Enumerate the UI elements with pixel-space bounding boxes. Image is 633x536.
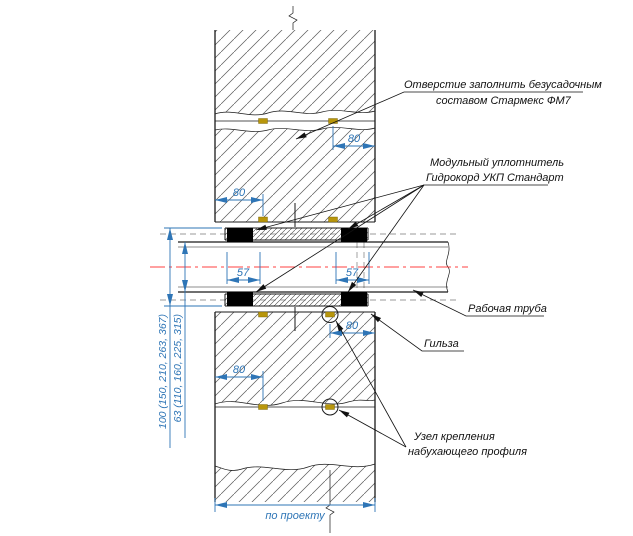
profile-mark bbox=[258, 311, 268, 318]
dim-80-top-left: 80 bbox=[233, 187, 246, 199]
label-working-pipe: Рабочая труба bbox=[468, 303, 547, 315]
annotations: Отверстие заполнить безусадочным составо… bbox=[255, 79, 602, 458]
bottom-break-mark bbox=[325, 470, 335, 533]
top-break-mark bbox=[288, 6, 298, 30]
seal-block-bottom-right bbox=[341, 292, 367, 306]
dim-57-right: 57 bbox=[346, 267, 359, 279]
note-modular-seal-line1: Модульный уплотнитель bbox=[430, 157, 564, 169]
fastening-node-circle-upper bbox=[321, 306, 339, 323]
dim-57-left: 57 bbox=[237, 267, 250, 279]
label-sleeve: Гильза bbox=[424, 338, 459, 350]
pipe-inner-wall bbox=[178, 246, 448, 288]
profile-mark bbox=[325, 311, 335, 318]
pipe-outer-wall bbox=[178, 241, 448, 293]
profile-mark bbox=[325, 404, 335, 410]
dim-per-project: по проекту bbox=[265, 510, 326, 522]
profile-mark bbox=[258, 404, 268, 410]
profile-mark bbox=[258, 118, 268, 124]
dim-sleeve-diameters: 100 (150, 210, 263, 367) bbox=[157, 314, 169, 429]
pipe-assembly bbox=[160, 233, 458, 301]
sleeve-end-caps bbox=[224, 228, 369, 306]
note-fill-compound-line2: составом Стармекс ФМ7 bbox=[436, 95, 572, 107]
dim-80-top-right: 80 bbox=[348, 133, 361, 145]
dimensions: 80 80 57 57 80 80 100 (150, 210, 263, 36… bbox=[157, 126, 376, 522]
seal-block-bottom-left bbox=[227, 292, 253, 306]
wall-section bbox=[214, 6, 376, 533]
note-fastening-node-line1: Узел крепления bbox=[413, 431, 495, 443]
dim-pipe-diameters: 63 (110, 160, 225, 315) bbox=[172, 314, 184, 422]
seal-block-top-right bbox=[341, 228, 367, 242]
note-fastening-node-line2: набухающего профиля bbox=[408, 446, 527, 458]
fastening-node-circle-lower bbox=[321, 398, 339, 416]
dim-80-bottom-right: 80 bbox=[346, 320, 359, 332]
profile-mark bbox=[258, 216, 268, 223]
note-modular-seal-line2: Гидрокорд УКП Стандарт bbox=[426, 172, 564, 184]
dim-80-bottom-left: 80 bbox=[233, 364, 246, 376]
lower-break-band bbox=[215, 400, 375, 471]
sleeve bbox=[224, 227, 369, 307]
profile-mark bbox=[328, 216, 338, 223]
note-fill-compound-line1: Отверстие заполнить безусадочным bbox=[404, 79, 602, 91]
seal-block-top-left bbox=[227, 228, 253, 242]
